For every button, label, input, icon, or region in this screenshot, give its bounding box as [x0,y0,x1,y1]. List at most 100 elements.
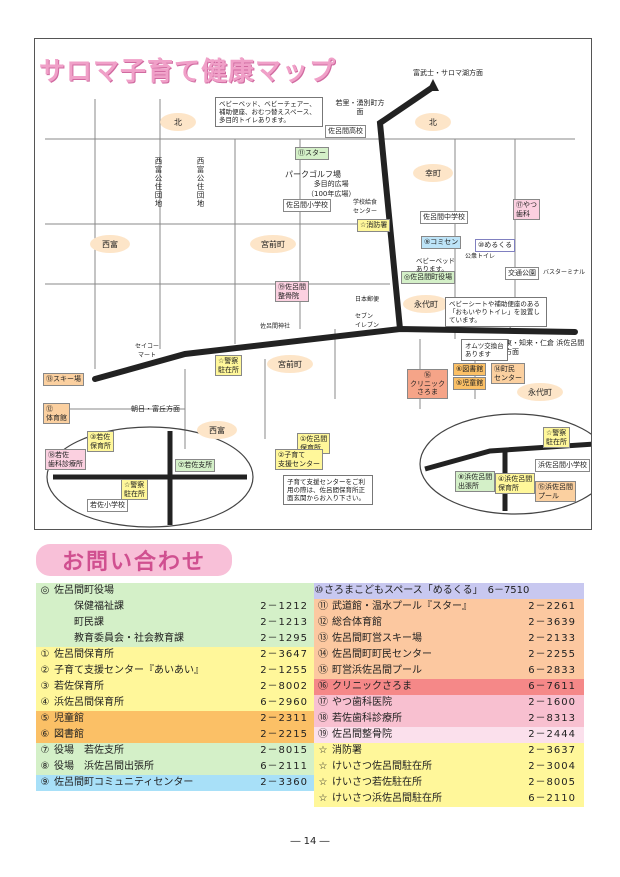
inquiry-tel: 2－1212 [260,601,308,612]
facility-wakasa-shika[interactable]: ⑱若佐 歯科診療所 [45,449,86,470]
callout-yakuba: ベビーシートや補助便座のある「おもいやりトイレ」を設置しています。 [445,297,547,327]
district-label: 北 [415,113,451,131]
inquiry-name: 子育て支援センター『あいあい』 [54,665,204,676]
facility-keisatsu[interactable]: ☆警察 駐在所 [215,355,242,376]
facility-kosodate[interactable]: ②子育て 支援センター [275,449,323,470]
callout-star: ベビーベッド、ベビーチェアー、補助便座、おむつ替えスペース、多目的トイレあります… [215,97,323,127]
facility-shobosho[interactable]: ☆消防署 [357,219,391,232]
inquiry-name: けいさつ佐呂間駐在所 [332,761,432,772]
landmark-bus: バスターミナル [543,269,586,276]
landmark-toilet: 公衆トイレ [465,253,496,260]
landmark-chugakko: 佐呂間中学校 [420,211,468,224]
inquiry-name: 佐呂間町営スキー場 [332,633,422,644]
inquiry-tel: 2－1213 [260,617,308,628]
inquiry-name: 役場 浜佐呂間出張所 [54,761,154,772]
inquiry-name: 図書館 [54,729,84,740]
inquiry-mark: ☆ [318,761,328,772]
facility-yakuba[interactable]: ◎佐呂間町役場 [401,271,456,284]
callout-comicen: ベビーベッド あります。 [416,257,455,273]
inquiry-mark: ⑧ [40,761,50,772]
landmark-wakasa-school: 若佐小学校 [87,499,128,512]
facility-choumin[interactable]: ⑭町民 センター [491,363,525,384]
facility-taiikukan[interactable]: ⑫ 体育館 [43,403,70,424]
facility-clinic[interactable]: ⑯ クリニック さろま [407,369,448,399]
inquiry-mark: ② [40,665,50,676]
wakasa-roads [53,431,247,525]
inquiry-mark: ① [40,649,50,660]
facility-hama-hoiku[interactable]: ④浜佐呂間 保育所 [495,473,536,494]
inquiry-tel: 2－3004 [528,761,576,772]
inquiry-tel: 2－3360 [260,777,308,788]
inquiry-tel: 2－2444 [528,729,576,740]
inquiry-tel: 2－8002 [260,681,308,692]
inquiry-tel: 6－2110 [528,793,576,804]
facility-ski[interactable]: ⑬スキー場 [43,373,84,386]
facility-hama-shucho[interactable]: ⑧浜佐呂間 出張所 [455,471,496,492]
inquiry-name: 児童館 [54,713,84,724]
facility-jidokan[interactable]: ⑤児童館 [453,377,487,390]
inquiry-name: 浜佐呂間保育所 [54,697,124,708]
facility-wakasa-hoiku[interactable]: ③若佐 保育所 [87,431,114,452]
district-label: 幸町 [413,164,453,182]
inquiry-tel: 2－2215 [260,729,308,740]
district-label: 永代町 [517,383,563,401]
inquiry-name: けいさつ若佐駐在所 [332,777,422,788]
facility-hama-keisatsu[interactable]: ☆警察 駐在所 [543,427,570,448]
landmark-tamokuteki: 多目的広場 （100年広場） [307,180,356,198]
landmark-koko: 佐呂間高校 [325,125,366,138]
callout-toshokan: オムツ交換台 あります [461,339,508,361]
facility-yatsu-shika[interactable]: ⑰やつ 歯科 [513,199,540,220]
inquiry-tel: 6－7611 [528,681,576,692]
inquiry-name: やつ歯科医院 [332,697,392,708]
inquiry-mark: ⑯ [318,681,328,692]
inquiry-mark: ⑫ [318,617,328,628]
page-number: ― 14 ― [290,836,330,847]
landmark-park-golf: パークゴルフ場 [285,170,341,179]
inquiry-mark: ⑲ [318,729,328,740]
inquiry-row: ☆ けいさつ佐呂間駐在所 2－3004 [314,759,584,775]
landmark-shogakko: 佐呂間小学校 [283,199,331,212]
facility-seikotsu[interactable]: ⑲佐呂間 整骨院 [275,281,309,302]
landmark-post: 日本郵便 [355,296,380,303]
facility-star[interactable]: ⑪スター [295,147,329,160]
inquiry-name: 若佐歯科診療所 [332,713,402,724]
wakasa-inset [46,426,254,528]
direction-label: 若里・湧別町方面 [335,99,385,116]
direction-label: 富武士・サロマ湖方面 [413,69,483,77]
main-roads [92,84,578,382]
facility-wakasa-keisatsu[interactable]: ☆警察 駐在所 [121,479,148,500]
direction-label: 朝日・富丘方面 [131,405,180,413]
inquiry-mark: ◎ [40,585,50,596]
facility-comicen[interactable]: ⑨コミセン [421,236,462,249]
facility-hoikusho[interactable]: ①佐呂間 保育所 [297,433,331,454]
inquiry-mark: ⑮ [318,665,328,676]
inquiry-mark: ③ [40,681,50,692]
facility-toshokan[interactable]: ⑥図書館 [453,363,487,376]
facility-hama-pool[interactable]: ⑮浜佐呂間 プール [535,481,576,502]
road-label: 西富公住団地 [154,157,163,208]
inquiry-name: けいさつ浜佐呂間駐在所 [332,793,442,804]
inquiry-tel: 2－3647 [260,649,308,660]
inquiry-mark: ⑩ [314,585,324,596]
facility-merukuru[interactable]: ⑩めるくる [475,239,516,252]
landmark-shrine: 佐呂間神社 [260,323,291,330]
inquiry-name: 佐呂間整骨院 [332,729,392,740]
inquiry-name: 消防署 [332,745,362,756]
district-label: 宮前町 [267,355,313,373]
facility-wakasa-shisho[interactable]: ⑦若佐支所 [175,459,216,472]
inquiry-name: クリニックさろま [332,681,412,692]
landmark-kotsukoen: 交通公園 [505,267,539,280]
inquiry-tel: 2－1295 [260,633,308,644]
inquiry-mark: ☆ [318,793,328,804]
inquiry-name: さろまこどもスペース「めるくる」 6－7510 [323,585,530,596]
direction-label: 東・知来・仁倉 浜佐呂間 方面 [505,339,585,356]
inquiry-row: ☆ けいさつ浜佐呂間駐在所 6－2110 [314,791,584,807]
